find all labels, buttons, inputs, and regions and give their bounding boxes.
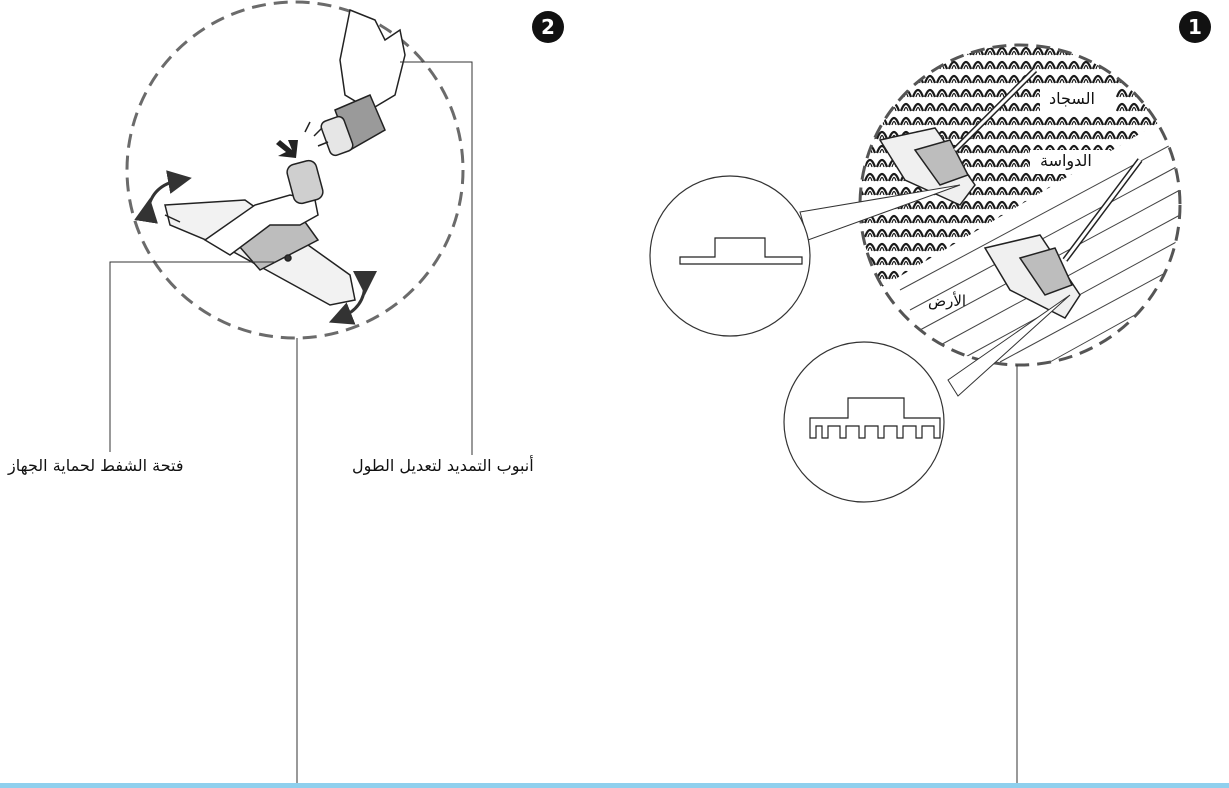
- step1-badge: 1: [1179, 11, 1211, 43]
- surface-detail-illustration: [860, 45, 1180, 365]
- pedal-label: الدواسة: [1040, 151, 1092, 170]
- floor-label: الأرض: [928, 292, 966, 310]
- extension-tube-leader-line: [400, 62, 472, 455]
- carpet-zoom-circle: [650, 176, 810, 336]
- suction-vent-label: فتحة الشفط لحماية الجهاز: [8, 456, 184, 475]
- step2-badge: 2: [532, 11, 564, 43]
- push-down-arrow-icon: [276, 140, 298, 158]
- carpet-label: السجاد: [1049, 89, 1095, 108]
- hand-holding-extension-tube: [320, 10, 405, 157]
- suction-vent-leader-line: [110, 262, 275, 452]
- step1-number: 1: [1188, 15, 1202, 39]
- bottom-bar: [0, 783, 1229, 788]
- floor-zoom-circle: [784, 342, 944, 502]
- step2-number: 2: [541, 15, 555, 39]
- extension-tube-label: أنبوب التمديد لتعديل الطول: [352, 456, 534, 475]
